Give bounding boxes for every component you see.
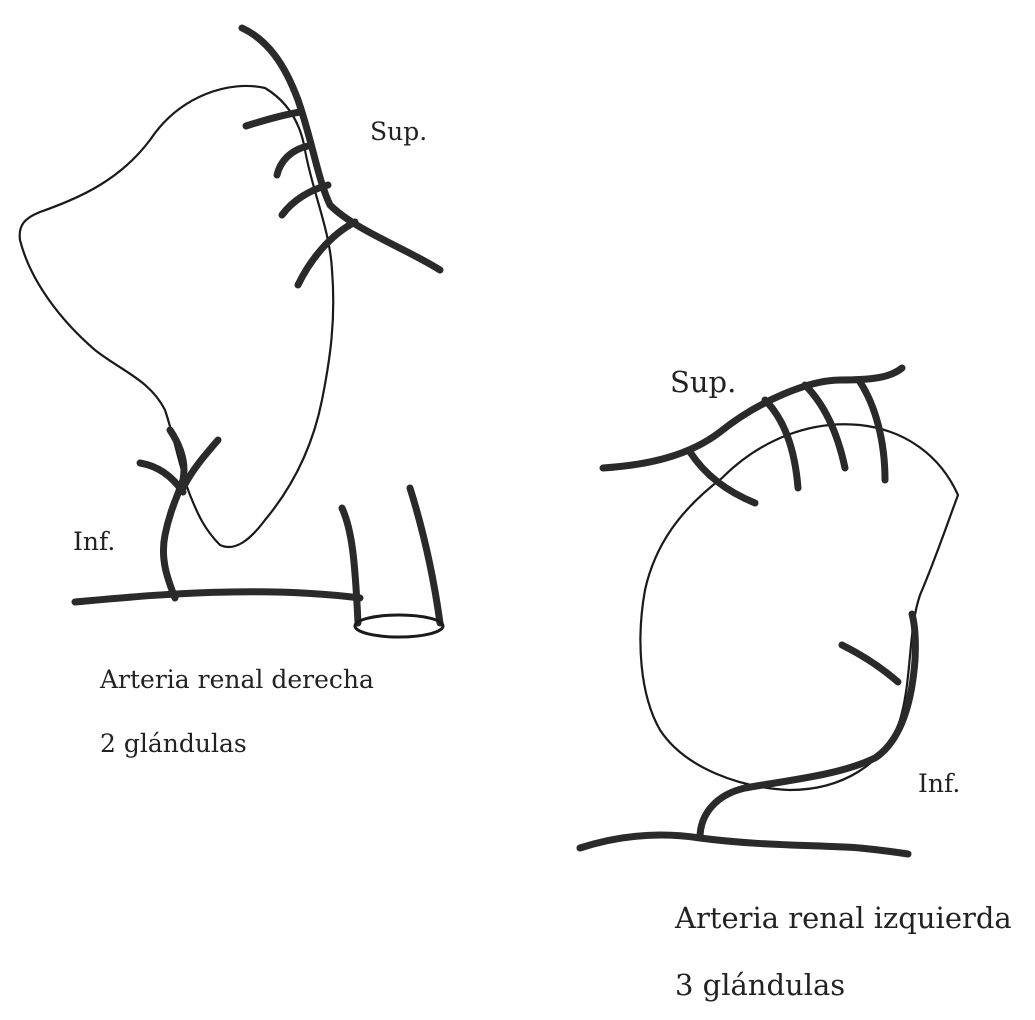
- left-superior-branch-4: [860, 382, 885, 480]
- vena-cava-opening: [355, 615, 443, 637]
- right-superior-branch-1: [246, 112, 300, 126]
- right-label-inf: Inf.: [73, 527, 115, 556]
- right-superior-branch-2: [277, 146, 308, 175]
- right-inferior-vessel: [163, 430, 184, 598]
- right-adrenal-figure: Sup. Inf. Arteria renal derecha 2 glándu…: [20, 28, 443, 758]
- vena-cava-left-wall: [342, 508, 358, 623]
- vena-cava-right-wall: [410, 488, 440, 623]
- left-caption-artery: Arteria renal izquierda: [674, 901, 1012, 935]
- left-caption-glands: 3 glándulas: [675, 968, 845, 1002]
- right-label-sup: Sup.: [370, 117, 427, 146]
- left-label-sup: Sup.: [670, 365, 736, 399]
- right-inferior-branch-2: [183, 440, 218, 488]
- left-inferior-branch: [842, 645, 898, 682]
- left-label-inf: Inf.: [918, 769, 960, 798]
- right-inferior-branch-1: [140, 463, 183, 492]
- right-renal-artery: [75, 592, 360, 602]
- left-renal-artery: [580, 835, 908, 854]
- left-inferior-vessel: [700, 614, 915, 838]
- left-adrenal-figure: Sup. Inf. Arteria renal izquierda 3 glán…: [580, 365, 1012, 1002]
- right-caption-artery: Arteria renal derecha: [99, 665, 374, 694]
- right-caption-glands: 2 glándulas: [100, 729, 247, 758]
